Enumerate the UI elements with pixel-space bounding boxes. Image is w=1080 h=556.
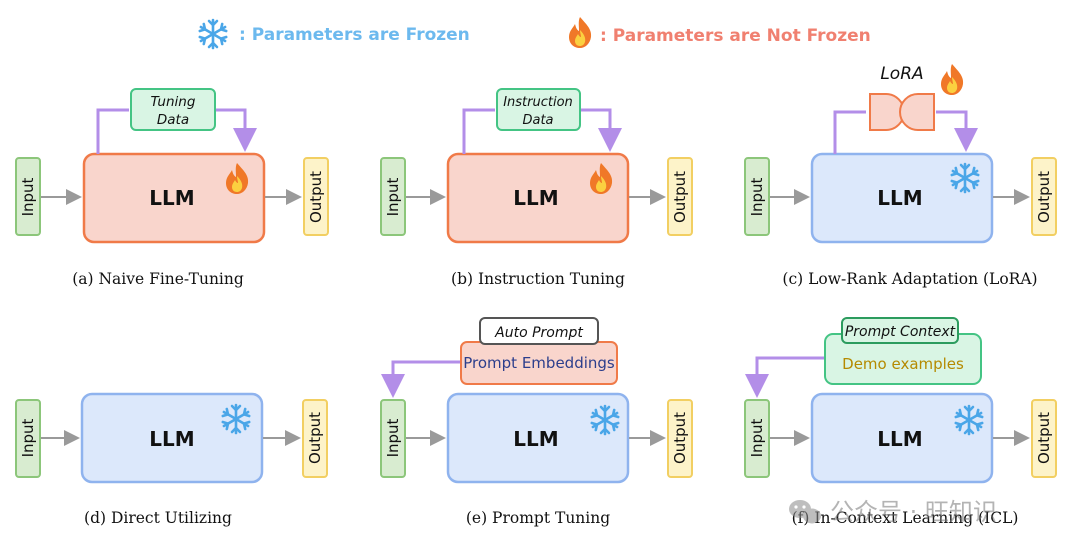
llm-label: LLM [149, 186, 194, 210]
legend: : Parameters are Frozen : Parameters are… [198, 17, 871, 50]
panel-naive-fine-tuning: Input LLM Output Tuning Data (a) Naive F… [15, 88, 329, 288]
input-box [380, 157, 406, 236]
llm-box [82, 152, 266, 244]
purple-arrow [581, 108, 622, 152]
tuning-data-line1: Tuning [151, 94, 196, 110]
input-label: Input [748, 177, 766, 216]
panel-prompt-tuning: Input LLM Output Prompt Embeddings Auto … [380, 317, 693, 527]
input-label: Input [384, 418, 402, 457]
output-label: Output [1035, 171, 1053, 223]
output-box [667, 157, 693, 236]
purple-arrow [462, 108, 495, 154]
llm-label: LLM [877, 186, 922, 210]
input-box [15, 399, 41, 478]
caption: (d) Direct Utilizing [84, 509, 232, 527]
purple-arrow [96, 108, 129, 154]
panel-direct-utilizing: Input LLM Output (d) Direct Utilizing [15, 392, 328, 527]
purple-arrow [216, 108, 257, 152]
flame-icon [941, 64, 964, 95]
output-label: Output [1035, 412, 1053, 464]
purple-arrow [745, 356, 824, 398]
llm-box [810, 152, 994, 244]
caption: (c) Low-Rank Adaptation (LoRA) [782, 270, 1037, 288]
llm-label: LLM [877, 427, 922, 451]
purple-arrow [381, 360, 460, 398]
input-label: Input [384, 177, 402, 216]
llm-box [810, 392, 994, 484]
caption: (a) Naive Fine-Tuning [72, 270, 244, 288]
prompt-context-box [841, 317, 959, 344]
input-label: Input [19, 177, 37, 216]
caption: (f) In-Context Learning (ICL) [792, 509, 1019, 527]
tuning-data-line2: Data [157, 112, 189, 128]
watermark-text: 公众号 · 旺知识 [830, 498, 997, 526]
prompt-context-label: Prompt Context [845, 324, 956, 340]
panel-instruction-tuning: Input LLM Output Instruction Data (b) In… [380, 88, 693, 288]
output-box [1031, 157, 1057, 236]
snowflake-icon [198, 18, 228, 50]
auto-prompt-label: Auto Prompt [494, 325, 583, 341]
lora-adapter-b [899, 93, 935, 131]
input-box [15, 157, 41, 236]
llm-label: LLM [513, 186, 558, 210]
llm-box [446, 152, 630, 244]
flame-icon [569, 17, 592, 48]
instruction-data-line1: Instruction [503, 95, 573, 110]
llm-box [446, 392, 630, 484]
instruction-data-box [496, 88, 581, 131]
output-box [303, 157, 329, 236]
output-label: Output [307, 171, 325, 223]
caption: (e) Prompt Tuning [466, 509, 610, 527]
panel-lora: Input LLM Output LoRA (c) Low-Rank Adapt… [744, 64, 1057, 288]
llm-label: LLM [149, 427, 194, 451]
input-label: Input [748, 418, 766, 457]
lora-adapter-a [869, 93, 905, 131]
wechat-icon [789, 500, 821, 524]
watermark: 公众号 · 旺知识 [789, 498, 997, 526]
prompt-embeddings-label: Prompt Embeddings [463, 354, 615, 372]
legend-not-frozen-text: : Parameters are Not Frozen [600, 26, 871, 46]
purple-arrow [936, 110, 978, 152]
instruction-data-line2: Data [522, 113, 553, 128]
legend-frozen-text: : Parameters are Frozen [239, 25, 470, 45]
input-box [744, 399, 770, 478]
panel-in-context-learning: Input LLM Output Demo examples Prompt Co… [744, 317, 1057, 527]
output-label: Output [671, 171, 689, 223]
input-label: Input [19, 418, 37, 457]
output-label: Output [671, 412, 689, 464]
output-label: Output [306, 412, 324, 464]
lora-label: LoRA [880, 64, 923, 84]
llm-box [80, 392, 264, 484]
input-box [380, 399, 406, 478]
purple-arrow [833, 110, 866, 154]
auto-prompt-box [479, 317, 599, 345]
tuning-data-box [130, 88, 216, 131]
input-box [744, 157, 770, 236]
demo-examples-label: Demo examples [842, 355, 964, 373]
caption: (b) Instruction Tuning [451, 270, 625, 288]
output-box [667, 399, 693, 478]
output-box [1031, 399, 1057, 478]
llm-label: LLM [513, 427, 558, 451]
output-box [302, 399, 328, 478]
